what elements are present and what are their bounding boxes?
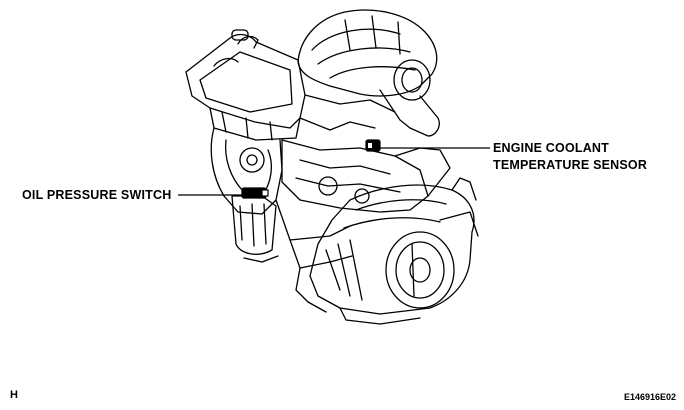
image-id: E146916E02 bbox=[623, 392, 676, 402]
intake-manifold bbox=[297, 9, 440, 137]
ect-label-line1: ENGINE COOLANT bbox=[493, 141, 609, 155]
timing-cover bbox=[210, 127, 283, 215]
cylinder-head bbox=[185, 29, 396, 141]
transaxle bbox=[307, 177, 479, 325]
oil-filter-housing bbox=[231, 195, 279, 263]
oil-pressure-switch-label: OIL PRESSURE SWITCH bbox=[22, 188, 172, 202]
engine-block bbox=[275, 139, 451, 303]
corner-code: H bbox=[10, 389, 18, 401]
engine-coolant-temperature-sensor-label: ENGINE COOLANT TEMPERATURE SENSOR bbox=[493, 140, 647, 174]
oil-pressure-switch bbox=[241, 187, 269, 199]
ect-label-line2: TEMPERATURE SENSOR bbox=[493, 158, 648, 172]
engine-coolant-temperature-sensor bbox=[365, 139, 381, 152]
